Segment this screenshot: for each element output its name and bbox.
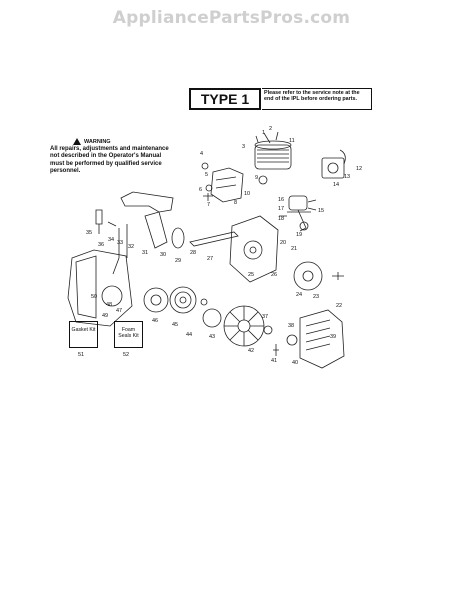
part-number: 18 bbox=[278, 216, 284, 222]
blower-housing-part bbox=[67, 249, 133, 327]
part-number: 1 bbox=[262, 130, 265, 136]
part-number: 39 bbox=[330, 334, 336, 340]
muffler-part bbox=[210, 167, 244, 203]
warning-text: All repairs, adjustments and maintenance… bbox=[50, 146, 169, 174]
foam-seals-kit-label: Foam Seals Kit bbox=[118, 327, 139, 339]
part-number: 28 bbox=[190, 250, 196, 256]
part-number: 15 bbox=[318, 208, 324, 214]
part-number-labels: 1 2 3 4 5 6 7 8 9 10 11 12 13 14 15 16 1… bbox=[86, 126, 362, 366]
part-number: 11 bbox=[289, 138, 295, 144]
gasket-kit-label: Gasket Kit bbox=[71, 327, 96, 333]
part-number: 27 bbox=[207, 256, 213, 262]
part-number: 4 bbox=[200, 151, 203, 157]
part-number: 31 bbox=[142, 250, 148, 256]
part-number: 44 bbox=[186, 332, 192, 338]
part-number: 29 bbox=[175, 258, 181, 264]
part-number: 48 bbox=[106, 302, 112, 308]
gasket-kit-box: Gasket Kit bbox=[69, 321, 98, 348]
part-number: 22 bbox=[336, 303, 342, 309]
recoil-part bbox=[169, 286, 197, 314]
part-number: 46 bbox=[152, 318, 158, 324]
part-number: 32 bbox=[128, 244, 134, 250]
part-number: 30 bbox=[160, 252, 166, 258]
throttle-handle-part bbox=[118, 191, 174, 258]
part-number: 42 bbox=[248, 348, 254, 354]
part-number: 47 bbox=[116, 308, 122, 314]
part-number: 37 bbox=[262, 314, 268, 320]
part-number: 45 bbox=[172, 322, 178, 328]
part-number: 12 bbox=[356, 166, 362, 172]
type-label: TYPE 1 bbox=[189, 88, 261, 110]
part-number: 5 bbox=[205, 172, 208, 178]
part-number: 34 bbox=[108, 237, 114, 243]
part-number: 38 bbox=[288, 323, 294, 329]
service-note: Please refer to the service note at the … bbox=[262, 88, 372, 110]
piston-part bbox=[287, 195, 311, 232]
part-number: 41 bbox=[271, 358, 277, 364]
part-number: 33 bbox=[117, 240, 123, 246]
part-number: 9 bbox=[255, 175, 258, 181]
warning-notice: WARNING All repairs, adjustments and mai… bbox=[50, 138, 172, 175]
part-number: 13 bbox=[344, 174, 350, 180]
crankcase-part bbox=[229, 215, 279, 283]
impeller-part bbox=[223, 305, 265, 347]
part-number: 10 bbox=[244, 191, 250, 197]
part-number: 50 bbox=[91, 294, 97, 300]
part-number: 16 bbox=[278, 197, 284, 203]
part-number: 25 bbox=[248, 272, 254, 278]
part-number: 7 bbox=[207, 202, 210, 208]
part-number: 23 bbox=[313, 294, 319, 300]
part-number: 49 bbox=[102, 313, 108, 319]
part-number: 3 bbox=[242, 144, 245, 150]
part-number: 6 bbox=[199, 187, 202, 193]
part-number: 2 bbox=[269, 126, 272, 132]
part-number: 36 bbox=[98, 242, 104, 248]
part-number: 19 bbox=[296, 232, 302, 238]
part-number: 26 bbox=[271, 272, 277, 278]
flywheel-part bbox=[293, 261, 323, 291]
warning-icon bbox=[73, 138, 81, 145]
part-number: 17 bbox=[278, 206, 284, 212]
starter-pulley-part bbox=[143, 287, 169, 313]
watermark: AppliancePartsPros.com bbox=[112, 8, 351, 28]
part-number: 40 bbox=[292, 360, 298, 366]
part-number: 8 bbox=[234, 200, 237, 206]
part-number: 43 bbox=[209, 334, 215, 340]
part-number: 20 bbox=[280, 240, 286, 246]
warning-title: WARNING bbox=[84, 139, 111, 145]
part-number: 14 bbox=[333, 182, 339, 188]
part-number: 35 bbox=[86, 230, 92, 236]
part-number: 24 bbox=[296, 292, 302, 298]
blower-cover-part bbox=[299, 309, 345, 369]
cylinder-part bbox=[254, 140, 292, 170]
carburetor-part bbox=[321, 149, 346, 179]
gasket-kit-number: 51 bbox=[78, 352, 85, 358]
part-number: 21 bbox=[291, 246, 297, 252]
foam-seals-kit-box: Foam Seals Kit bbox=[114, 321, 143, 348]
foam-seals-kit-number: 52 bbox=[123, 352, 130, 358]
